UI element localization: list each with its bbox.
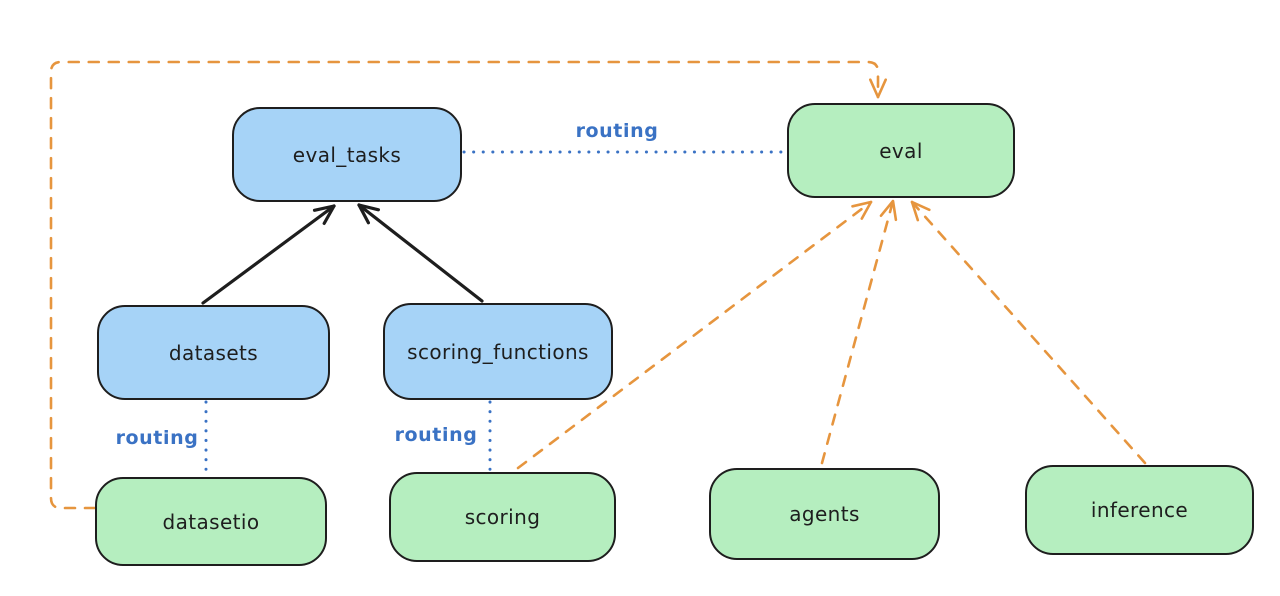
edge-datasets-to-eval_tasks-arrowhead-icon [312, 204, 336, 225]
edge-scoring-to-eval [516, 200, 873, 470]
node-scoring: scoring [389, 472, 616, 562]
routing-label-top: routing [575, 120, 659, 142]
edge-scoring-to-eval-arrowhead-icon [851, 200, 873, 220]
node-label: eval_tasks [292, 142, 402, 167]
node-label: scoring [464, 505, 541, 529]
edge-inference-to-eval-arrowhead-icon [910, 200, 931, 222]
node-label: eval [879, 138, 923, 163]
node-datasets: datasets [97, 305, 330, 400]
node-eval: eval [787, 103, 1015, 198]
node-label: agents [789, 502, 860, 526]
edge-inference-to-eval [910, 200, 1147, 465]
edge-agents-to-eval-arrowhead-icon [879, 199, 898, 222]
node-label: inference [1090, 498, 1189, 522]
node-eval_tasks: eval_tasks [232, 107, 462, 202]
node-scoring_functions: scoring_functions [383, 303, 613, 400]
edge-agents-to-eval [820, 199, 895, 465]
node-inference: inference [1025, 465, 1254, 555]
edge-scoring_functions-to-eval_tasks-arrowhead-icon [357, 203, 380, 225]
node-label: datasetio [162, 509, 260, 534]
edge-datasets-to-eval_tasks [201, 204, 336, 305]
edge-datasetio-to-eval [49, 60, 880, 510]
edge-datasetio-to-eval-arrowhead-icon [869, 78, 887, 99]
node-datasetio: datasetio [95, 477, 327, 566]
edge-scoring_functions-to-eval_tasks [357, 203, 484, 303]
routing-label-scoring: routing [394, 424, 478, 446]
node-label: scoring_functions [407, 339, 589, 364]
routing-label-datasets: routing [115, 427, 199, 449]
node-agents: agents [709, 468, 940, 560]
node-label: datasets [168, 340, 259, 365]
